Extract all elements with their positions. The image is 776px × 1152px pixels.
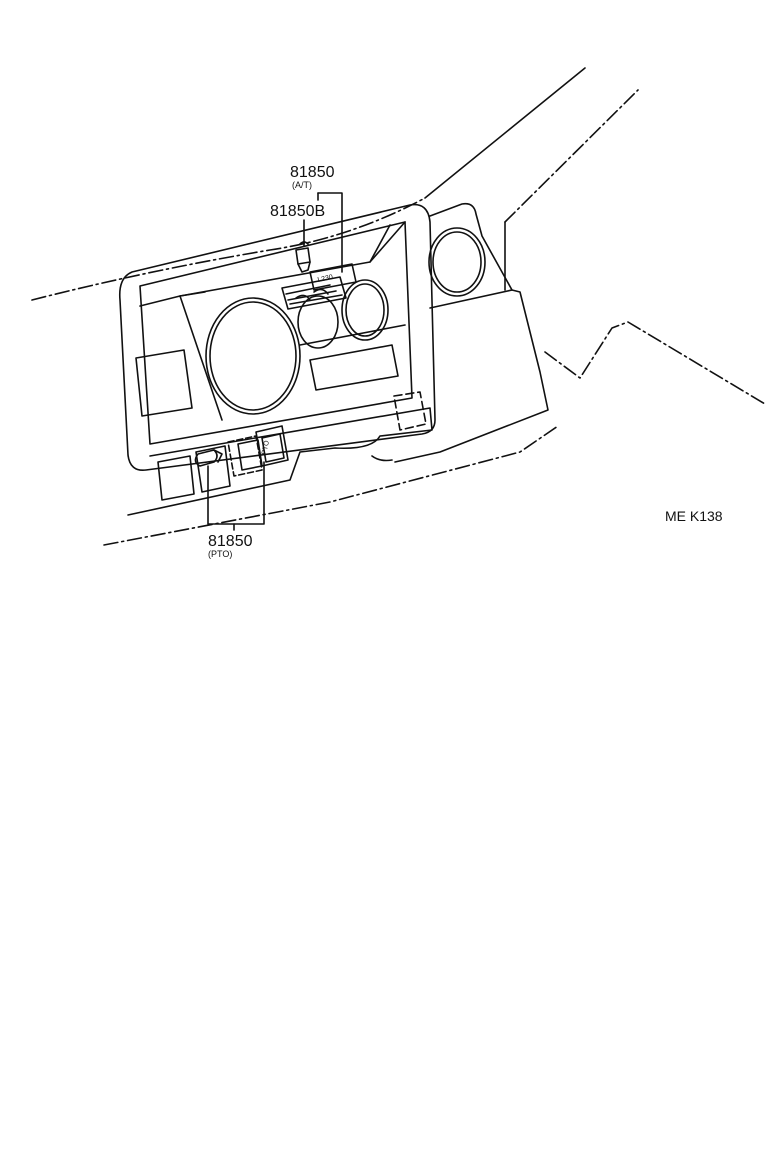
leader-lines (207, 192, 343, 531)
diagram-code: ME K138 (665, 508, 723, 524)
pto-part-note: (PTO) (208, 549, 232, 559)
indicator-label: L230 (317, 274, 334, 284)
windshield-pillar-lines (31, 67, 766, 405)
pto-switch-assembly (194, 425, 289, 477)
cluster-bezel (118, 203, 436, 472)
at-part-number: 81850 (290, 164, 335, 181)
pto-part-number: 81850 (208, 533, 253, 550)
speedometer-gauge (205, 297, 301, 415)
auxiliary-gauge-housing (393, 202, 549, 463)
bulb-part-number: 81850B (270, 203, 325, 220)
warning-display-panel (299, 324, 406, 391)
lower-switch-panel (103, 407, 559, 546)
small-gauge-left (297, 295, 339, 349)
pto-switch-label: PTO (261, 439, 271, 455)
at-indicator-unit (281, 263, 357, 310)
small-gauge-right (341, 279, 389, 341)
at-part-note: (A/T) (292, 180, 312, 190)
